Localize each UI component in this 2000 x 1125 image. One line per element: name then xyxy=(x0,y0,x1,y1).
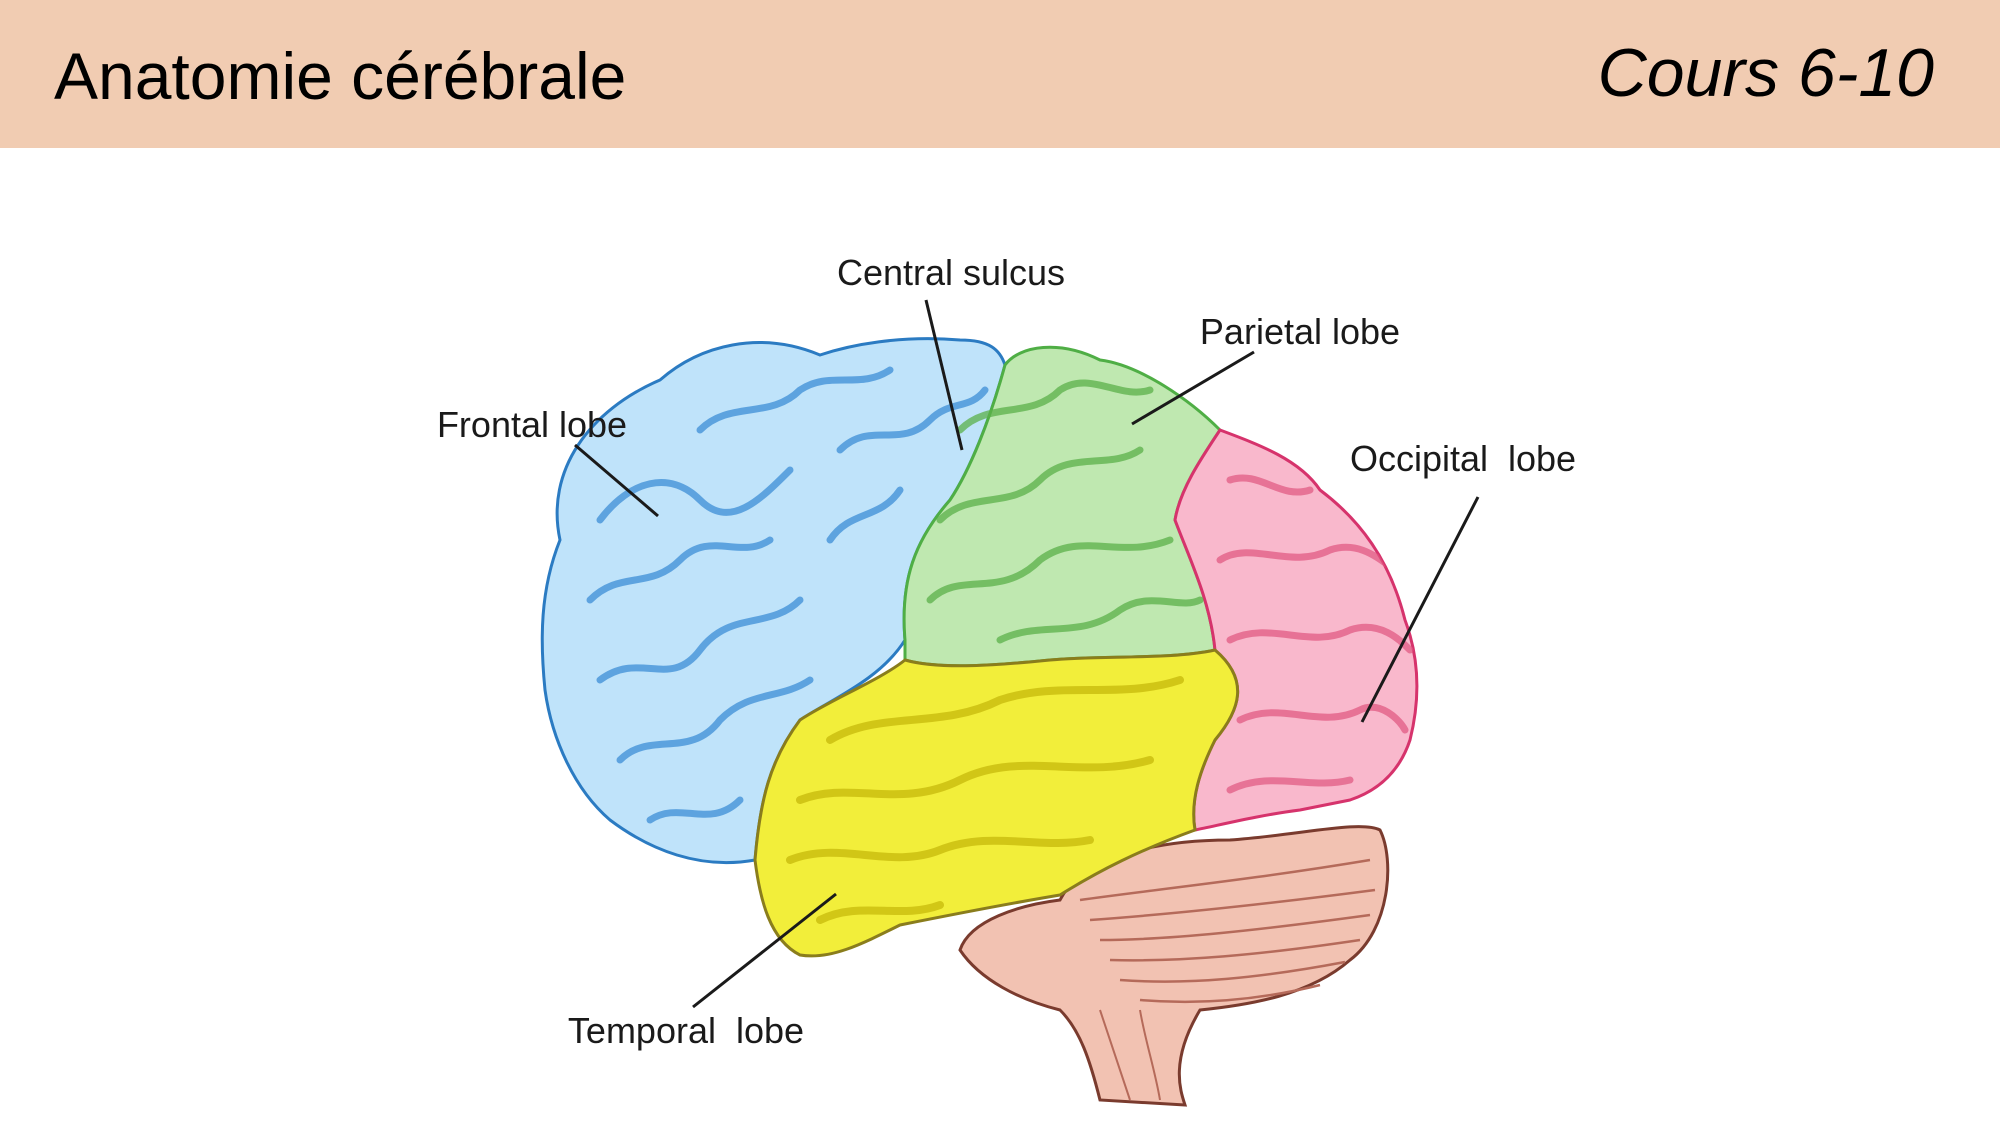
course-label: Cours 6-10 xyxy=(1597,35,1934,111)
label-temporal-lobe: Temporal lobe xyxy=(568,1010,804,1051)
label-central-sulcus: Central sulcus xyxy=(837,252,1065,293)
occipital-lobe-leader xyxy=(1360,496,1480,723)
label-occipital-lobe: Occipital lobe xyxy=(1350,438,1576,479)
occipital-lobe xyxy=(1173,428,1419,832)
central-sulcus-leader xyxy=(924,299,964,451)
gyri-detail xyxy=(586,366,1414,924)
leader-lines xyxy=(574,299,1480,1009)
label-parietal-lobe: Parietal lobe xyxy=(1200,311,1400,352)
frontal-lobe-leader xyxy=(574,443,659,518)
cerebellum-shape xyxy=(958,825,1390,1107)
header-bar: Anatomie cérébrale Cours 6-10 xyxy=(0,0,2000,148)
cerebellum xyxy=(958,825,1390,1107)
slide-title: Anatomie cérébrale xyxy=(54,39,627,113)
parietal-lobe-leader xyxy=(1131,350,1255,426)
label-frontal-lobe: Frontal lobe xyxy=(437,404,627,445)
brain-illustration xyxy=(540,337,1419,1107)
temporal-lobe-leader xyxy=(692,892,837,1009)
